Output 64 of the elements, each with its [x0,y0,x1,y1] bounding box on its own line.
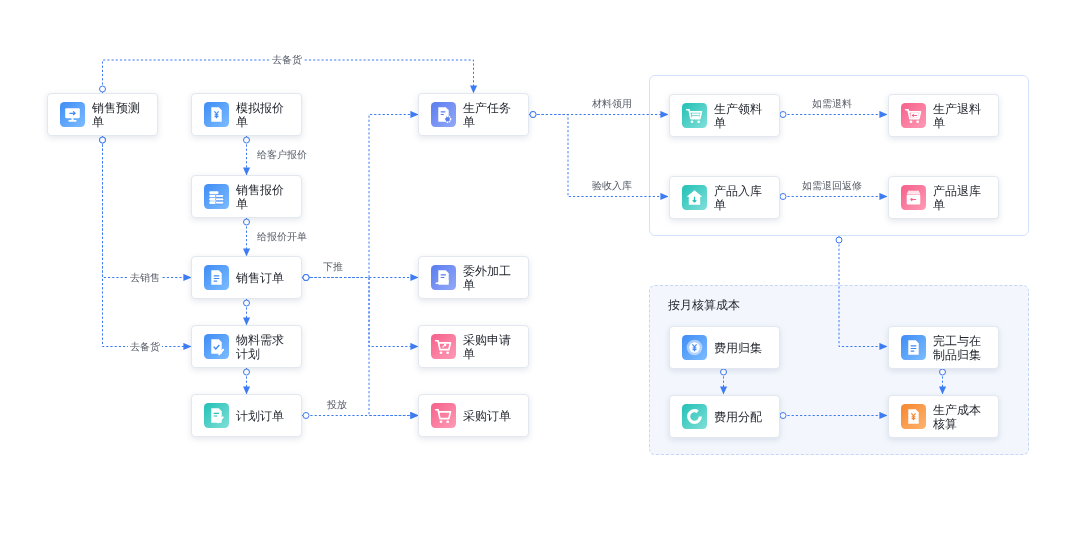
node-label: 销售报价单 [236,182,285,211]
process-card [669,94,780,137]
process-card [888,326,999,369]
process-card [669,395,780,438]
edge-label: 材料领用 [590,98,634,110]
node-label: 生产成本核算 [933,402,982,431]
node-label: 采购申请单 [463,332,512,361]
process-card [418,325,529,368]
process-card [47,93,158,136]
arrow [301,411,419,420]
arrow [242,135,251,176]
node-label: 采购订单 [463,408,512,423]
process-card [418,256,529,299]
node-label: 计划订单 [236,408,285,423]
arrow [938,367,947,395]
node-label: 费用分配 [714,409,763,424]
arrow [778,110,888,119]
node-label: 产品退库单 [933,183,982,212]
process-card [191,325,302,368]
node-label: 物料需求计划 [236,332,285,361]
edge-label: 投放 [325,399,349,411]
group-panel [649,285,1029,455]
node-label: 销售订单 [236,270,285,285]
node-label: 产品入库单 [714,183,763,212]
node-label: 完工与在制品归集 [933,333,982,362]
arrow [242,217,251,257]
process-card [191,394,302,437]
process-card [888,94,999,137]
edge-label: 给报价开单 [255,231,309,243]
process-card [888,395,999,438]
edge-label: 如需退回返修 [800,180,864,192]
arrow [242,367,251,395]
arrow [835,235,888,351]
group-panel [649,75,1029,236]
node-label: 生产领料单 [714,101,763,130]
arrow [528,111,669,201]
node-label: 费用归集 [714,340,763,355]
process-card [418,394,529,437]
arrow [242,298,251,326]
edge-label: 给客户报价 [255,149,309,161]
edge-label: 下推 [321,261,345,273]
node-label: 委外加工单 [463,263,512,292]
edge-label: 如需退料 [810,98,854,110]
edge-label: 去销售 [128,271,162,284]
node-label: 生产任务单 [463,100,512,129]
process-card [191,175,302,218]
process-card [191,93,302,136]
process-card [191,256,302,299]
edge-label: 去备货 [270,54,304,66]
edge-label: 去备货 [128,340,162,353]
process-card [888,176,999,219]
node-label: 生产退料单 [933,101,982,130]
arrow [778,192,888,201]
process-card [669,326,780,369]
group-title: 按月核算成本 [668,297,740,313]
node-label: 销售预测单 [92,100,141,129]
process-card [669,176,780,219]
arrow [778,411,888,420]
arrow [99,59,478,94]
process-card [418,93,529,136]
arrow [99,135,192,351]
arrow [719,367,728,395]
edge-label: 验收入库 [590,180,634,192]
node-label: 模拟报价单 [236,100,285,129]
